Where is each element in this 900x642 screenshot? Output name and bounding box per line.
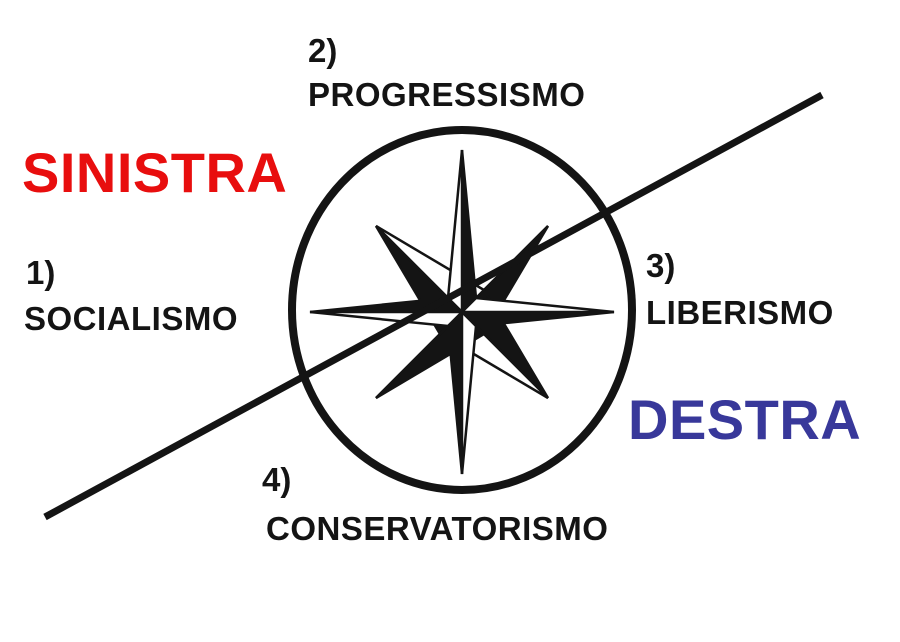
bottom-direction-number: 4) [262,461,292,498]
left-direction-label: SOCIALISMO [24,300,239,337]
top-direction-label: PROGRESSISMO [308,76,586,113]
right-side-label: DESTRA [628,388,862,451]
top-direction-number: 2) [308,32,338,69]
left-direction-number: 1) [26,254,56,291]
compass-rose-cardinal-points [309,149,615,475]
bottom-direction-label: CONSERVATORISMO [266,510,609,547]
left-side-label: SINISTRA [22,141,288,204]
left-right-divider-line [43,91,824,521]
right-direction-number: 3) [646,247,676,284]
right-direction-label: LIBERISMO [646,294,834,331]
